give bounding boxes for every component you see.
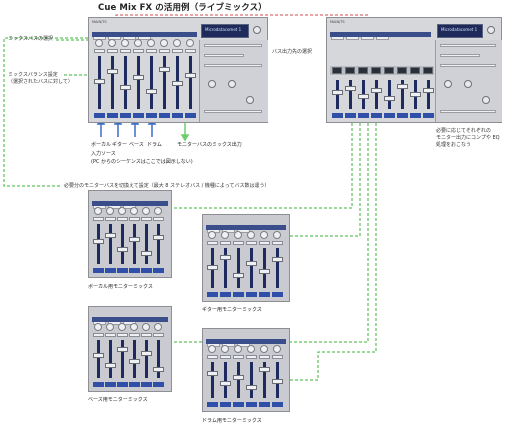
side-controls	[435, 40, 502, 122]
green-to-guitar	[290, 118, 361, 237]
label-vocal: ボーカル	[91, 142, 112, 148]
bus-tabs[interactable]	[331, 25, 431, 40]
processing-note: 必要に応じてそれぞれの モニター出力にコンプや EQ 処理をおこなう	[436, 128, 500, 149]
panel-title: MAIN/TS	[92, 20, 107, 24]
bass-monitor-mixer	[88, 306, 172, 392]
label-bass: ベース	[129, 142, 144, 148]
switch-monitor-bus-note: 必要分のモニターバスを切換えて設定（最大 8 ステレオバス / 機種によってバス…	[64, 183, 270, 189]
vocal-mix-caption: ボーカル用モニターミックス	[88, 284, 153, 290]
main-mixer-panel-right: MAIN/TS Microdatacomet 1	[326, 17, 502, 123]
bass-mix-caption: ベース用モニターミックス	[88, 397, 148, 403]
lcd-display: Microdatacomet 1	[437, 24, 483, 38]
label-input-note: (PC からのシーケンスはここでは図示しない)	[91, 159, 193, 165]
channel-header-strip	[330, 32, 431, 37]
lcd-display: Microdatacomet 1	[201, 24, 249, 38]
label-guitar: ギター	[112, 142, 128, 148]
mix-bus-select-note: ミックスバスの選択	[8, 36, 53, 42]
main-knob[interactable]	[487, 26, 495, 34]
label-monitor-bus-out: モニターバスのミックス出力	[177, 142, 242, 148]
bus-tabs[interactable]	[93, 25, 196, 40]
green-to-drums	[290, 118, 377, 381]
page-title: Cue Mix FX の活用例（ライブミックス）	[98, 3, 267, 13]
main-knob[interactable]	[253, 26, 261, 34]
label-input-source: 入力ソース	[91, 151, 116, 157]
guitar-monitor-mixer	[202, 214, 290, 302]
channel-header-strip	[92, 32, 197, 37]
main-mixer-panel-left: MAIN/TS Microdatacomet 1	[88, 17, 268, 123]
green-to-vocal	[172, 118, 353, 209]
eq-comp-row[interactable]	[330, 66, 434, 75]
green-left-loop	[3, 37, 98, 187]
drums-monitor-mixer	[202, 328, 290, 412]
guitar-mix-caption: ギター用モニターミックス	[202, 307, 262, 313]
label-drums: ドラム	[147, 142, 162, 148]
vocal-monitor-mixer	[88, 190, 172, 278]
drums-mix-caption: ドラム用モニターミックス	[202, 418, 262, 424]
panel-title: MAIN/TS	[330, 20, 345, 24]
side-controls	[199, 40, 268, 122]
bus-output-select-note: バス出力先の選択	[272, 49, 313, 55]
mix-balance-note: ミックスバランス設定 （選択されたバスに対して）	[8, 72, 73, 86]
